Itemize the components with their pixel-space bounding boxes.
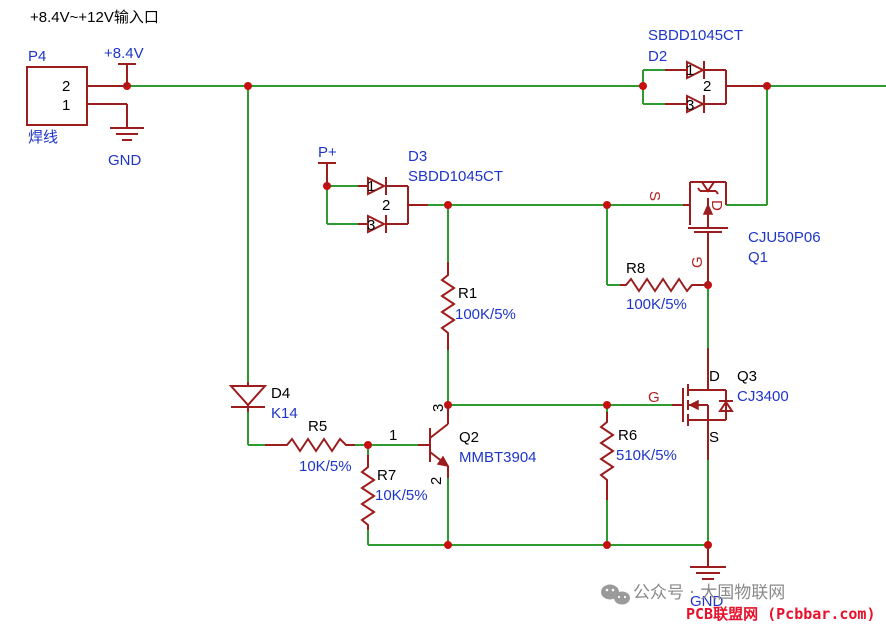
diode-d3: D3 SBDD1045CT 1 2 3 <box>358 148 503 234</box>
page-title: +8.4V~+12V输入口 <box>30 9 159 26</box>
q3-g-label: G <box>648 389 660 406</box>
q3-s-label: S <box>709 429 719 446</box>
p4-desc: 焊线 <box>28 129 58 146</box>
mosfet-q1: S G D CJU50P06 Q1 <box>646 181 821 285</box>
d3-pin2: 2 <box>382 197 390 214</box>
d2-pin2: 2 <box>703 78 711 95</box>
pplus-label: P+ <box>318 144 337 161</box>
d2-pin3: 3 <box>686 97 694 114</box>
q3-part: CJ3400 <box>737 388 789 405</box>
p4-pin1: 1 <box>62 97 70 114</box>
gnd-left-label: GND <box>108 152 142 169</box>
r5-ref: R5 <box>308 418 327 435</box>
q2-pin2: 2 <box>428 477 445 485</box>
p4-pin2: 2 <box>62 78 70 95</box>
power-flag-pplus: P+ <box>318 144 337 186</box>
resistor-r8: R8 100K/5% <box>620 260 708 313</box>
diode-d2: SBDD1045CT D2 1 2 3 <box>643 27 767 114</box>
resistor-r7: R7 10K/5% <box>360 455 428 530</box>
wires <box>127 70 886 546</box>
d3-pin3: 3 <box>367 217 375 234</box>
q1-s-label: S <box>646 191 663 201</box>
watermark: 公众号 · 大国物联网 PCB联盟网 (Pcbbar.com) <box>601 583 876 623</box>
d3-part: SBDD1045CT <box>408 168 503 185</box>
q2-ref: Q2 <box>459 429 479 446</box>
q1-part: CJU50P06 <box>748 229 821 246</box>
d3-pin1: 1 <box>367 178 375 195</box>
d2-ref: D2 <box>648 48 667 65</box>
r1-ref: R1 <box>458 285 477 302</box>
q3-ref: Q3 <box>737 368 757 385</box>
r8-ref: R8 <box>626 260 645 277</box>
r7-ref: R7 <box>377 467 396 484</box>
watermark-line2: PCB联盟网 (Pcbbar.com) <box>686 605 876 623</box>
d3-ref: D3 <box>408 148 427 165</box>
power-flag-8v4: +8.4V <box>104 45 144 86</box>
q1-d-label: D <box>708 200 725 211</box>
q1-ref: Q1 <box>748 249 768 266</box>
connector-p4: P4 2 1 焊线 <box>26 48 128 146</box>
gnd-symbol-bottom: GND <box>690 545 726 610</box>
power-8v4-label: +8.4V <box>104 45 144 62</box>
r6-ref: R6 <box>618 427 637 444</box>
q2-pin1: 1 <box>389 427 397 444</box>
gnd-bottom-label: GND <box>690 593 724 610</box>
mosfet-q3: G D S Q3 CJ3400 <box>648 348 789 460</box>
r5-value: 10K/5% <box>299 458 352 475</box>
d2-pin1: 1 <box>686 62 694 79</box>
d2-part: SBDD1045CT <box>648 27 743 44</box>
diode-d4: D4 K14 <box>228 382 298 422</box>
p4-ref: P4 <box>28 48 46 65</box>
transistor-q2: 1 3 2 Q2 MMBT3904 <box>389 404 537 485</box>
r6-value: 510K/5% <box>616 447 677 464</box>
r8-value: 100K/5% <box>626 296 687 313</box>
q3-d-label: D <box>709 368 720 385</box>
q2-pin3: 3 <box>430 404 447 412</box>
watermark-line1: 公众号 · 大国物联网 <box>633 583 785 603</box>
r7-value: 10K/5% <box>375 487 428 504</box>
q1-g-label: G <box>689 256 706 268</box>
d4-ref: D4 <box>271 385 290 402</box>
resistor-r1: R1 100K/5% <box>440 262 516 350</box>
r1-value: 100K/5% <box>455 306 516 323</box>
resistor-r5: R5 10K/5% <box>265 418 355 475</box>
d4-part: K14 <box>271 405 298 422</box>
wechat-icon <box>601 584 630 605</box>
gnd-symbol-left: GND <box>108 127 144 169</box>
q2-part: MMBT3904 <box>459 449 537 466</box>
resistor-r6: R6 510K/5% <box>599 412 677 500</box>
